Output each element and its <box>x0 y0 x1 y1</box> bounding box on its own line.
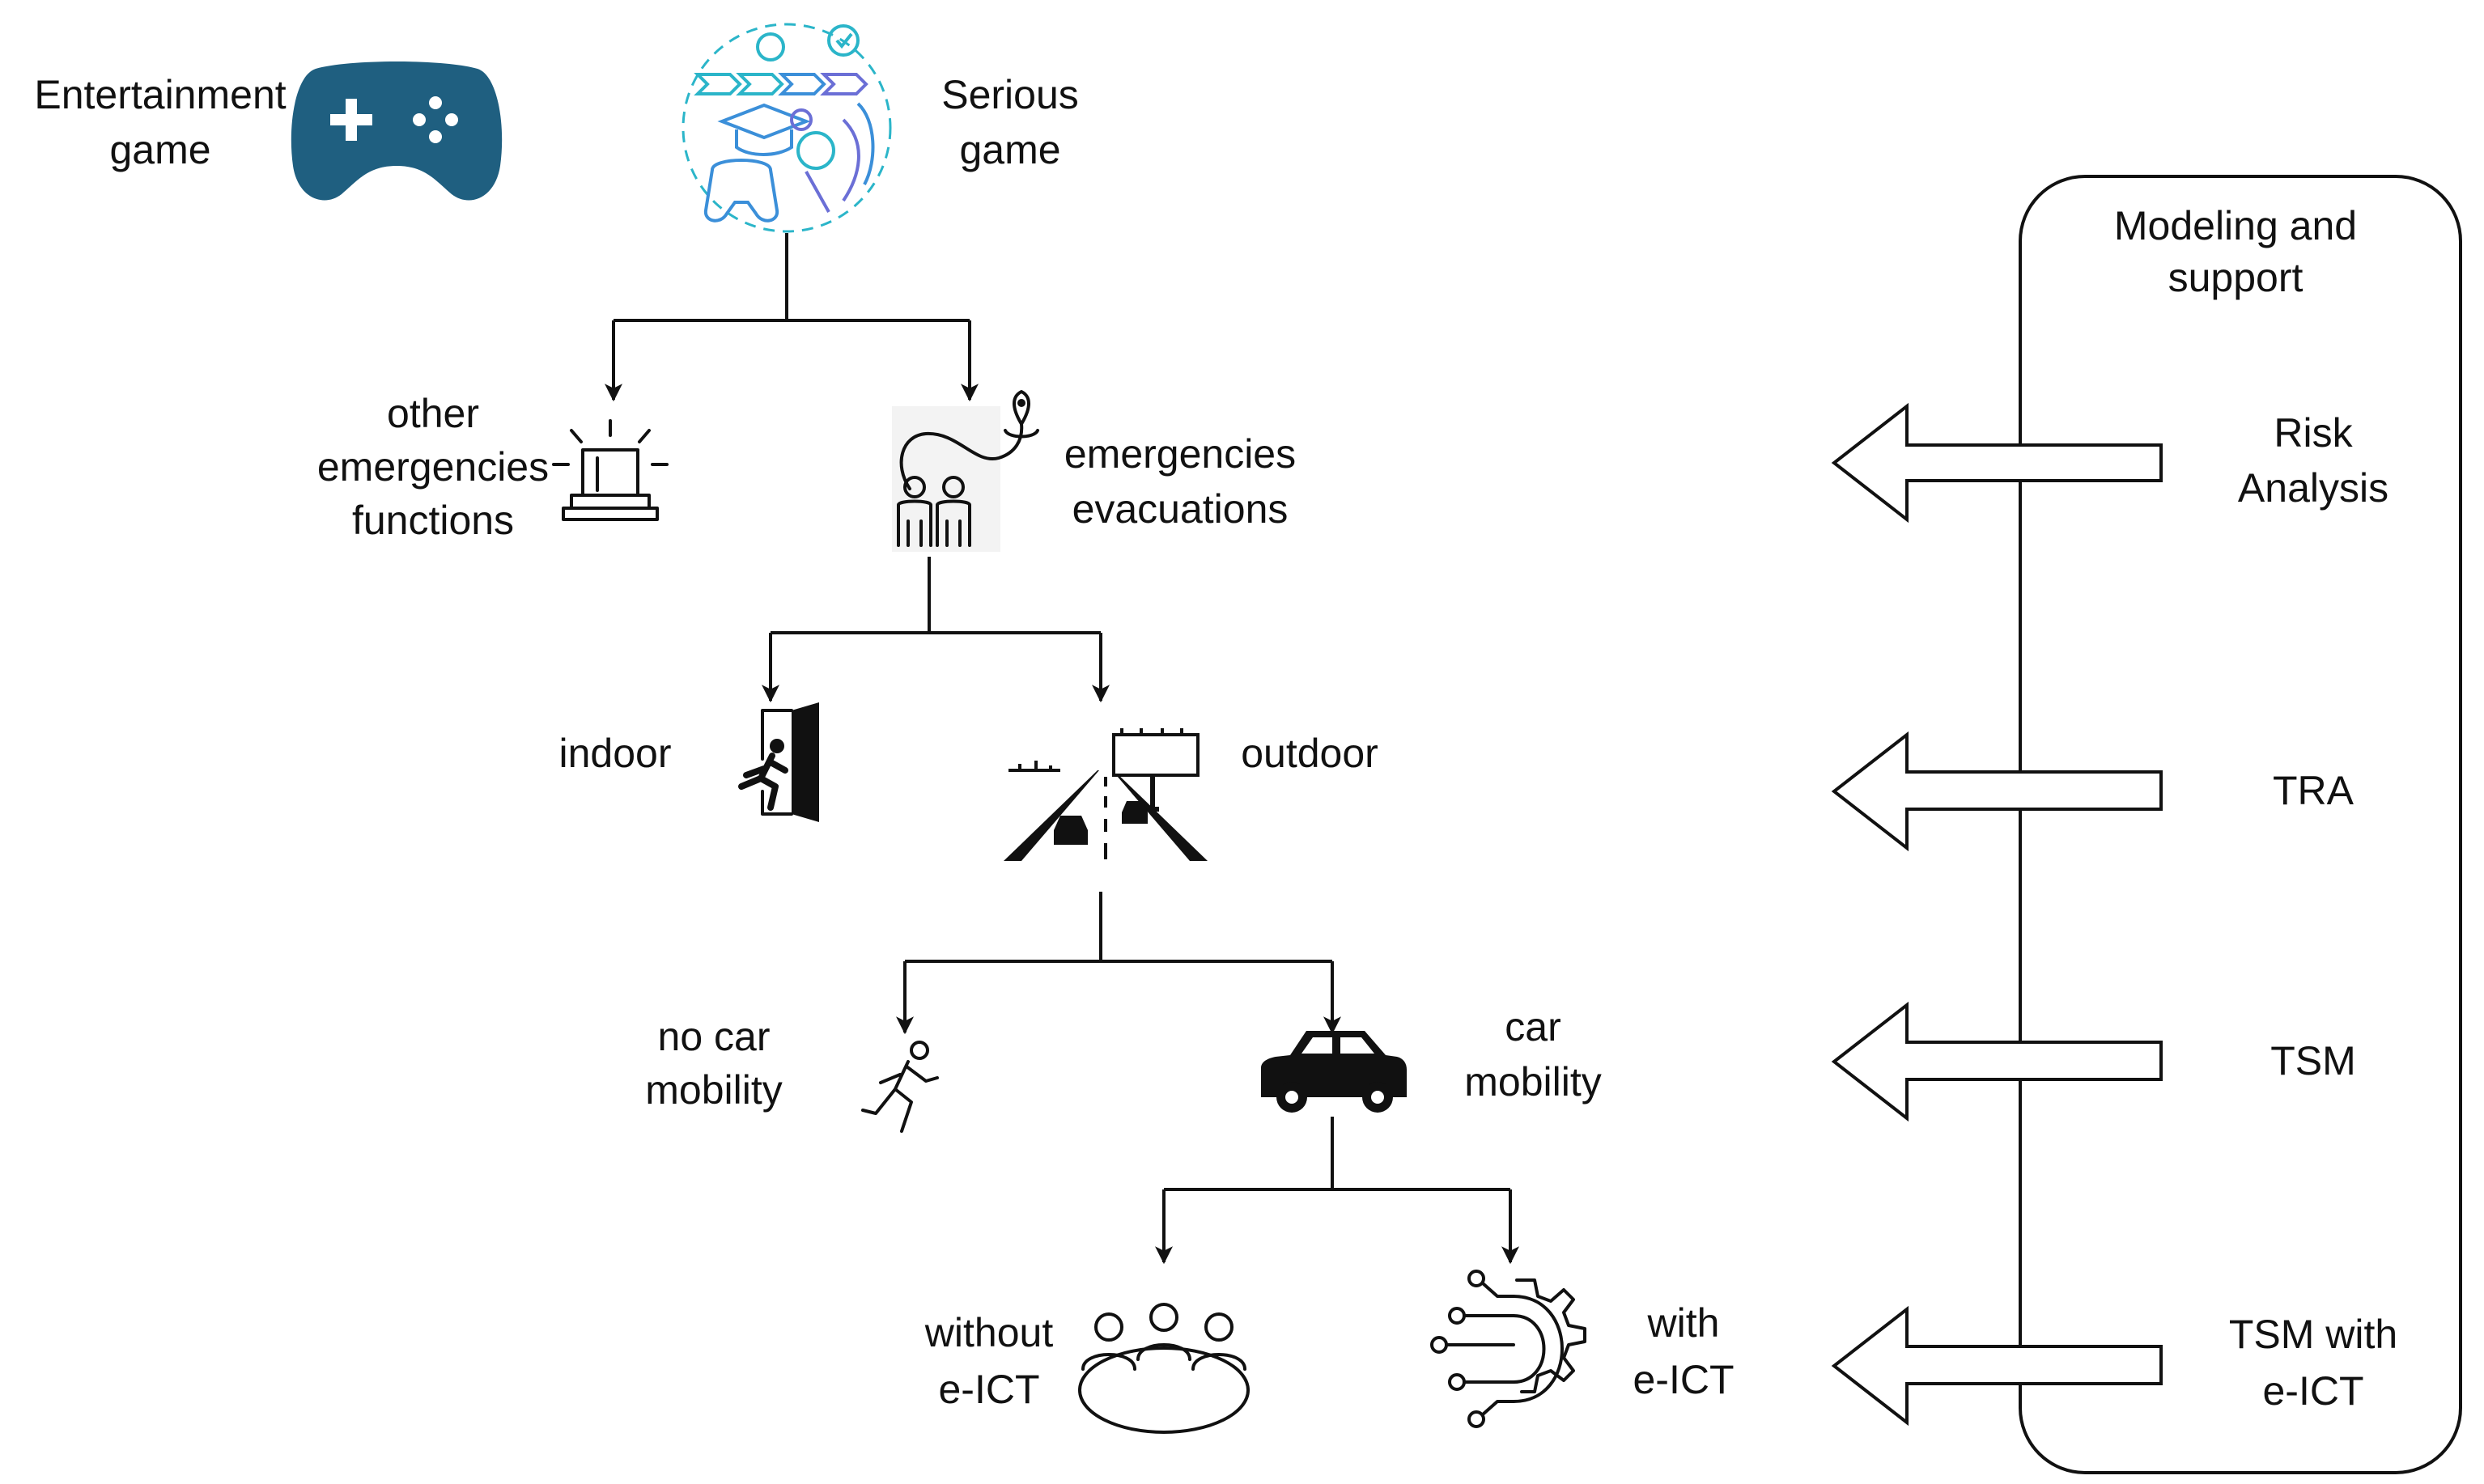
exit-door-icon <box>738 702 819 822</box>
level-tra-label: TRA <box>2273 768 2354 813</box>
node-indoor: indoor <box>559 702 819 822</box>
hollow-arrow-tsm-with-ict <box>1831 1305 2163 1427</box>
circuit-gear-icon <box>1430 1270 1586 1428</box>
serious-label-line1: Serious <box>941 72 1079 117</box>
running-person-icon <box>861 1041 939 1133</box>
connectors <box>605 233 1519 1265</box>
serious-game-icon <box>682 23 892 233</box>
node-without-ict: without e-ICT <box>924 1303 1250 1434</box>
serious-label-line2: game <box>959 127 1060 172</box>
node-with-ict: with e-ICT <box>1430 1270 1735 1428</box>
evacuation-route-icon <box>892 390 1039 552</box>
outdoor-label: outdoor <box>1241 731 1378 776</box>
highway-icon <box>1004 728 1208 861</box>
level-tsm-ict-line1: TSM with <box>2229 1312 2397 1357</box>
meeting-table-icon <box>1078 1303 1250 1434</box>
node-other-emergencies: other emergencies functions <box>317 391 669 543</box>
node-evacuations: emergencies evacuations <box>892 390 1296 552</box>
evacuations-line1: emergencies <box>1064 431 1296 477</box>
without-ict-line1: without <box>924 1310 1054 1355</box>
level-risk-analysis-line2: Analysis <box>2238 465 2388 511</box>
with-ict-line2: e-ICT <box>1633 1357 1735 1402</box>
node-no-car: no car mobility <box>645 1014 939 1133</box>
hollow-arrow-risk-analysis <box>1831 402 2163 524</box>
evacuations-line2: evacuations <box>1072 486 1289 532</box>
car-line2: mobility <box>1464 1059 1601 1105</box>
panel-frame <box>2019 175 2462 1474</box>
node-entertainment-game: Entertainment game <box>34 61 503 201</box>
level-tsm-ict-line2: e-ICT <box>2263 1368 2364 1414</box>
gamepad-icon <box>291 61 503 201</box>
indoor-label: indoor <box>559 731 672 776</box>
entertainment-label-line1: Entertainment <box>34 72 286 117</box>
entertainment-label-line2: game <box>109 127 210 172</box>
car-line1: car <box>1505 1004 1560 1049</box>
level-risk-analysis-line1: Risk <box>2274 410 2353 456</box>
other-emergencies-line2: emergencies <box>317 444 549 490</box>
node-outdoor: outdoor <box>1004 728 1378 861</box>
modeling-support-panel: Modeling and support Risk Analysis TRA T… <box>1831 175 2462 1474</box>
no-car-line1: no car <box>658 1014 771 1059</box>
level-tsm-label: TSM <box>2270 1038 2356 1083</box>
hollow-arrow-tra <box>1831 731 2163 852</box>
other-emergencies-line3: functions <box>352 498 514 543</box>
siren-icon <box>552 419 669 521</box>
with-ict-line1: with <box>1647 1300 1720 1346</box>
panel-title-line1: Modeling and <box>2114 203 2357 248</box>
car-icon <box>1261 1031 1407 1113</box>
no-car-line2: mobility <box>645 1067 782 1113</box>
node-serious-game: Serious game <box>682 23 1079 233</box>
hollow-arrow-tsm <box>1831 1001 2163 1122</box>
panel-title-line2: support <box>2168 255 2304 300</box>
node-car: car mobility <box>1261 1004 1602 1113</box>
without-ict-line2: e-ICT <box>939 1367 1040 1412</box>
other-emergencies-line1: other <box>387 391 479 436</box>
